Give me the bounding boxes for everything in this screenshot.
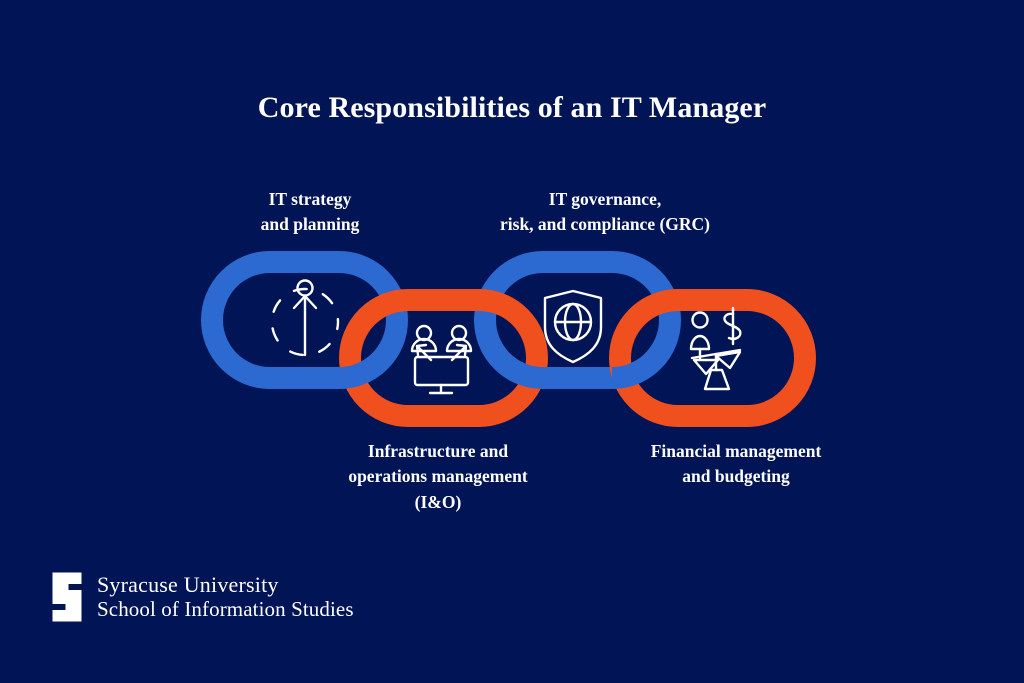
chain-link-financial <box>609 289 816 427</box>
logo-text-block: Syracuse University School of Informatio… <box>97 571 354 622</box>
label-line: risk, and compliance (GRC) <box>500 214 710 235</box>
label-line: Infrastructure and <box>367 441 509 461</box>
balance-scale-money-icon <box>689 306 742 391</box>
label-line: and planning <box>260 214 360 235</box>
logo-school-name: School of Information Studies <box>97 597 354 622</box>
chain-link-strategy <box>201 251 408 389</box>
users-monitor-icon <box>410 324 473 395</box>
syracuse-university-logo: Syracuse University School of Informatio… <box>48 571 354 623</box>
label-financial-management: Financial management and budgeting <box>576 439 896 490</box>
label-infrastructure-operations: Infrastructure and operations management… <box>288 439 588 515</box>
arrow-up-target-icon <box>270 279 340 357</box>
syracuse-block-s-icon <box>52 572 82 622</box>
label-line: operations management <box>348 466 528 487</box>
chain-link-blue-group <box>201 251 681 389</box>
label-it-strategy: IT strategy and planning <box>178 187 442 238</box>
chain-link-orange-group <box>339 289 816 427</box>
label-line: and budgeting <box>682 466 790 487</box>
page-title: Core Responsibilities of an IT Manager <box>257 91 767 124</box>
shield-globe-icon <box>543 289 603 364</box>
chain-link-infrastructure <box>339 289 548 427</box>
label-line: IT strategy <box>268 189 352 209</box>
label-line: Financial management <box>650 441 822 461</box>
label-line: (I&O) <box>414 491 462 512</box>
logo-university-name: Syracuse University <box>97 571 279 597</box>
label-it-governance: IT governance, risk, and compliance (GRC… <box>438 187 772 238</box>
label-line: IT governance, <box>548 189 662 209</box>
chain-link-governance <box>474 251 681 389</box>
